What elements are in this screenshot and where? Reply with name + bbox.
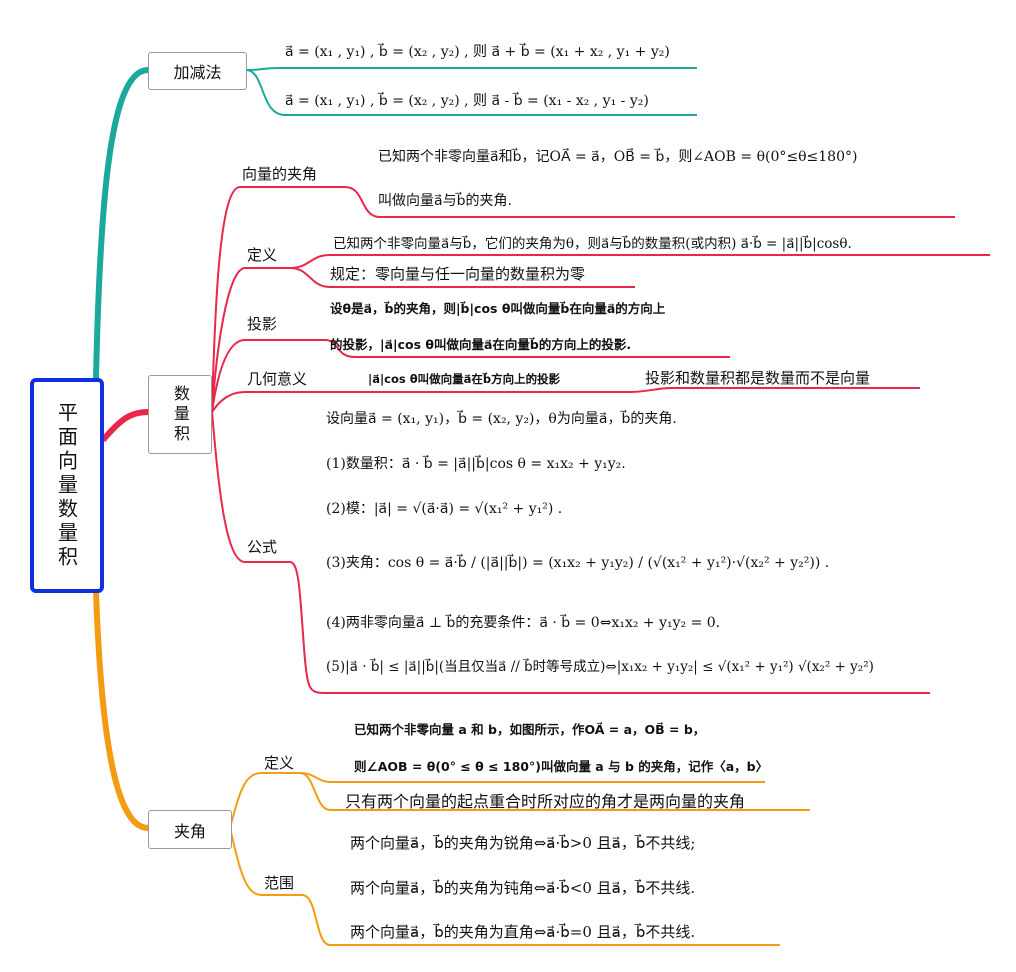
geometric-meaning-note: 投影和数量积都是数量而不是向量 <box>645 369 871 387</box>
projection-text-1: 设θ是a⃗，b⃗的夹角，则|b⃗|cos θ叫做向量b⃗在向量a⃗的方向上 <box>330 301 666 316</box>
node-angle-definition[interactable]: 定义 <box>264 754 295 772</box>
formula-dot-product: (1)数量积：a⃗ · b⃗ = |a⃗||b⃗|cos θ = x₁x₂ + … <box>326 456 626 472</box>
node-angle[interactable]: 夹角 <box>148 810 232 849</box>
formula-perpendicular: (4)两非零向量a⃗ ⊥ b⃗的充要条件：a⃗ · b⃗ = 0⇔x₁x₂ + … <box>326 615 721 631</box>
formula-angle: (3)夹角：cos θ = a⃗·b⃗ / (|a⃗||b⃗|) = (x₁x₂… <box>326 555 830 571</box>
angle-definition-text-2: 则∠AOB = θ(0° ≤ θ ≤ 180°)叫做向量 a 与 b 的夹角，记… <box>354 759 769 774</box>
add-formula: a⃗ = (x₁ , y₁) , b⃗ = (x₂ , y₂) , 则 a⃗ +… <box>285 44 670 60</box>
range-acute: 两个向量a⃗，b⃗的夹角为锐角⇔a⃗·b⃗>0 且a⃗，b⃗不共线; <box>350 834 696 852</box>
projection-text-2: 的投影，|a⃗|cos θ叫做向量a⃗在向量b⃗的方向上的投影. <box>330 337 632 352</box>
geometric-meaning-text: |a⃗|cos θ叫做向量a⃗在b⃗方向上的投影 <box>368 372 561 386</box>
node-projection[interactable]: 投影 <box>247 315 278 333</box>
node-dot-product[interactable]: 数量积 <box>148 375 212 454</box>
node-angle-range[interactable]: 范围 <box>264 874 295 892</box>
node-vector-angle[interactable]: 向量的夹角 <box>242 165 318 183</box>
teal-branches <box>93 67 697 379</box>
range-obtuse: 两个向量a⃗，b⃗的夹角为钝角⇔a⃗·b⃗<0 且a⃗，b⃗不共线. <box>350 879 696 897</box>
range-right: 两个向量a⃗，b⃗的夹角为直角⇔a⃗·b⃗=0 且a⃗，b⃗不共线. <box>350 923 696 941</box>
node-definition[interactable]: 定义 <box>247 246 278 264</box>
vector-angle-text-1: 已知两个非零向量a⃗和b⃗，记OA⃗ = a⃗，OB⃗ = b⃗，则∠AOB =… <box>378 149 858 165</box>
definition-rule: 规定：零向量与任一向量的数量积为零 <box>330 265 586 283</box>
formula-inequality: (5)|a⃗ · b⃗| ≤ |a⃗||b⃗|(当且仅当a⃗ // b⃗时等号成… <box>326 659 874 675</box>
angle-definition-note: 只有两个向量的起点重合时所对应的角才是两向量的夹角 <box>345 792 746 811</box>
red-branches <box>100 186 990 694</box>
definition-text: 已知两个非零向量a⃗与b⃗，它们的夹角为θ，则a⃗与b⃗的数量积(或内积) a⃗… <box>333 236 852 252</box>
formula-setup: 设向量a⃗ = (x₁, y₁)，b⃗ = (x₂, y₂)，θ为向量a⃗，b⃗… <box>326 411 677 427</box>
vector-angle-text-2: 叫做向量a⃗与b⃗的夹角. <box>378 193 512 209</box>
orange-branches <box>93 591 810 946</box>
sub-formula: a⃗ = (x₁ , y₁) , b⃗ = (x₂ , y₂) , 则 a⃗ -… <box>285 93 649 109</box>
node-formulas[interactable]: 公式 <box>247 538 278 556</box>
node-add-sub[interactable]: 加减法 <box>148 52 247 90</box>
node-geometric-meaning[interactable]: 几何意义 <box>247 370 308 388</box>
angle-definition-text-1: 已知两个非零向量 a 和 b，如图所示，作OA⃗ = a，OB⃗ = b， <box>354 722 706 737</box>
root-node[interactable]: 平面向量数量积 <box>30 378 104 593</box>
formula-magnitude: (2)模：|a⃗| = √(a⃗·a⃗) = √(x₁² + y₁²) . <box>326 501 563 517</box>
